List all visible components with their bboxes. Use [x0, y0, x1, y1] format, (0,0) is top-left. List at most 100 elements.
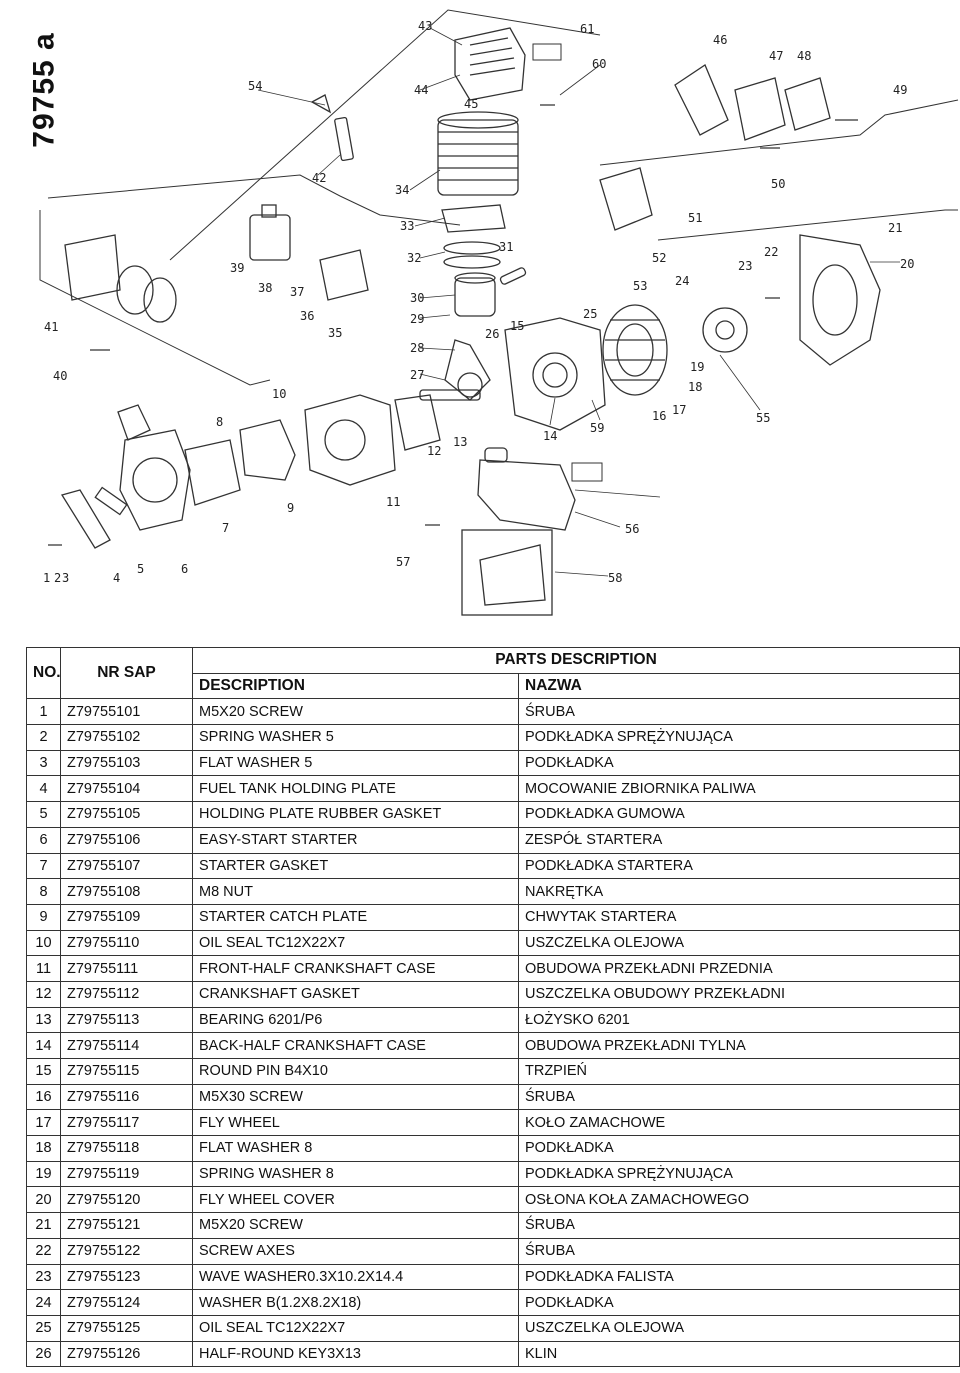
starter-gasket: [184, 439, 241, 506]
cell-no: 9: [26, 903, 61, 931]
note-box-top: [532, 43, 562, 61]
col-header-no: NO.: [26, 646, 61, 700]
table-header-row-1: NO. NR SAP PARTS DESCRIPTION: [26, 646, 960, 700]
col-header-description: DESCRIPTION: [192, 672, 519, 700]
cell-description: EASY-START STARTER: [192, 826, 519, 854]
cell-description: M5X20 SCREW: [192, 698, 519, 726]
callout-58: 58: [608, 571, 622, 585]
cell-sap: Z79755101: [60, 698, 193, 726]
cell-sap: Z79755102: [60, 724, 193, 751]
note-box-bottom: [571, 462, 603, 482]
cell-nazwa: PODKŁADKA: [518, 1135, 960, 1162]
cell-sap: Z79755119: [60, 1160, 193, 1188]
cell-nazwa: KLIN: [518, 1340, 960, 1368]
cell-no: 15: [26, 1058, 61, 1085]
cell-nazwa: KOŁO ZAMACHOWE: [518, 1109, 960, 1137]
callout-16: 16: [652, 409, 666, 423]
cell-sap: Z79755120: [60, 1186, 193, 1214]
cell-nazwa: OBUDOWA PRZEKŁADNI PRZEDNIA: [518, 955, 960, 982]
piston-ring-1: [443, 241, 501, 255]
cell-description: OIL SEAL TC12X22X7: [192, 929, 519, 957]
screw-group: [48, 104, 858, 546]
piston: [454, 272, 496, 317]
cell-no: 12: [26, 980, 61, 1008]
cell-no: 16: [26, 1083, 61, 1111]
cell-nazwa: ŚRUBA: [518, 1083, 960, 1111]
cell-sap: Z79755105: [60, 801, 193, 828]
callout-12: 12: [427, 444, 441, 458]
cell-nazwa: ŚRUBA: [518, 698, 960, 726]
cell-description: FLAT WASHER 8: [192, 1135, 519, 1162]
cell-no: 4: [26, 775, 61, 803]
cell-description: FLAT WASHER 5: [192, 749, 519, 777]
callout-39: 39: [230, 261, 244, 275]
callout-49: 49: [893, 83, 907, 97]
flywheel-cover: [799, 234, 881, 366]
piston-ring-2: [443, 255, 501, 269]
cell-nazwa: NAKRĘTKA: [518, 878, 960, 905]
callout-47: 47: [769, 49, 783, 63]
callout-14: 14: [543, 429, 557, 443]
cell-nazwa: ŚRUBA: [518, 1237, 960, 1265]
callout-1: 1: [43, 571, 50, 585]
cell-sap: Z79755112: [60, 980, 193, 1008]
cell-nazwa: CHWYTAK STARTERA: [518, 903, 960, 931]
easy-start-starter: [117, 404, 191, 531]
ignition-coil: [599, 167, 653, 231]
cell-no: 20: [26, 1186, 61, 1214]
cell-description: FRONT-HALF CRANKSHAFT CASE: [192, 955, 519, 982]
cell-description: STARTER CATCH PLATE: [192, 903, 519, 931]
fuel-tank: [477, 447, 576, 531]
clutch-assembly: [702, 307, 748, 353]
cell-nazwa: ŁOŻYSKO 6201: [518, 1006, 960, 1034]
callout-44: 44: [414, 83, 428, 97]
callout-33: 33: [400, 219, 414, 233]
assembly-outline-top: [169, 9, 601, 261]
callout-17: 17: [672, 403, 686, 417]
cell-nazwa: USZCZELKA OBUDOWY PRZEKŁADNI: [518, 980, 960, 1008]
fuel-tank-holding-plate: [60, 489, 111, 549]
cell-nazwa: ZESPÓŁ STARTERA: [518, 826, 960, 854]
piston-pin: [499, 267, 527, 285]
tank-guard: [461, 529, 553, 616]
cell-sap: Z79755122: [60, 1237, 193, 1265]
cell-nazwa: ŚRUBA: [518, 1212, 960, 1239]
cell-sap: Z79755124: [60, 1289, 193, 1316]
cell-no: 2: [26, 724, 61, 751]
cylinder-gasket: [441, 204, 506, 233]
flywheel: [602, 304, 668, 396]
callout-57: 57: [396, 555, 410, 569]
carburetor: [249, 204, 291, 261]
cell-nazwa: PODKŁADKA STARTERA: [518, 852, 960, 880]
callout-46: 46: [713, 33, 727, 47]
callout-53: 53: [633, 279, 647, 293]
cell-description: SPRING WASHER 8: [192, 1160, 519, 1188]
callout-5: 5: [137, 562, 144, 576]
callout-22: 22: [764, 245, 778, 259]
callout-42: 42: [312, 171, 326, 185]
callout-54: 54: [248, 79, 262, 93]
callout-2: 2: [54, 571, 61, 585]
cell-no: 21: [26, 1212, 61, 1239]
assembly-outline-left: [47, 174, 461, 226]
parts-table: NO. NR SAP PARTS DESCRIPTION DESCRIPTION…: [26, 646, 960, 1368]
callout-23: 23: [738, 259, 752, 273]
callout-13: 13: [453, 435, 467, 449]
cell-nazwa: OBUDOWA PRZEKŁADNI TYLNA: [518, 1032, 960, 1059]
callout-27: 27: [410, 368, 424, 382]
air-filter: [64, 234, 177, 323]
callout-52: 52: [652, 251, 666, 265]
intake-insulator: [319, 249, 369, 301]
cell-no: 25: [26, 1314, 61, 1342]
cell-sap: Z79755123: [60, 1263, 193, 1291]
